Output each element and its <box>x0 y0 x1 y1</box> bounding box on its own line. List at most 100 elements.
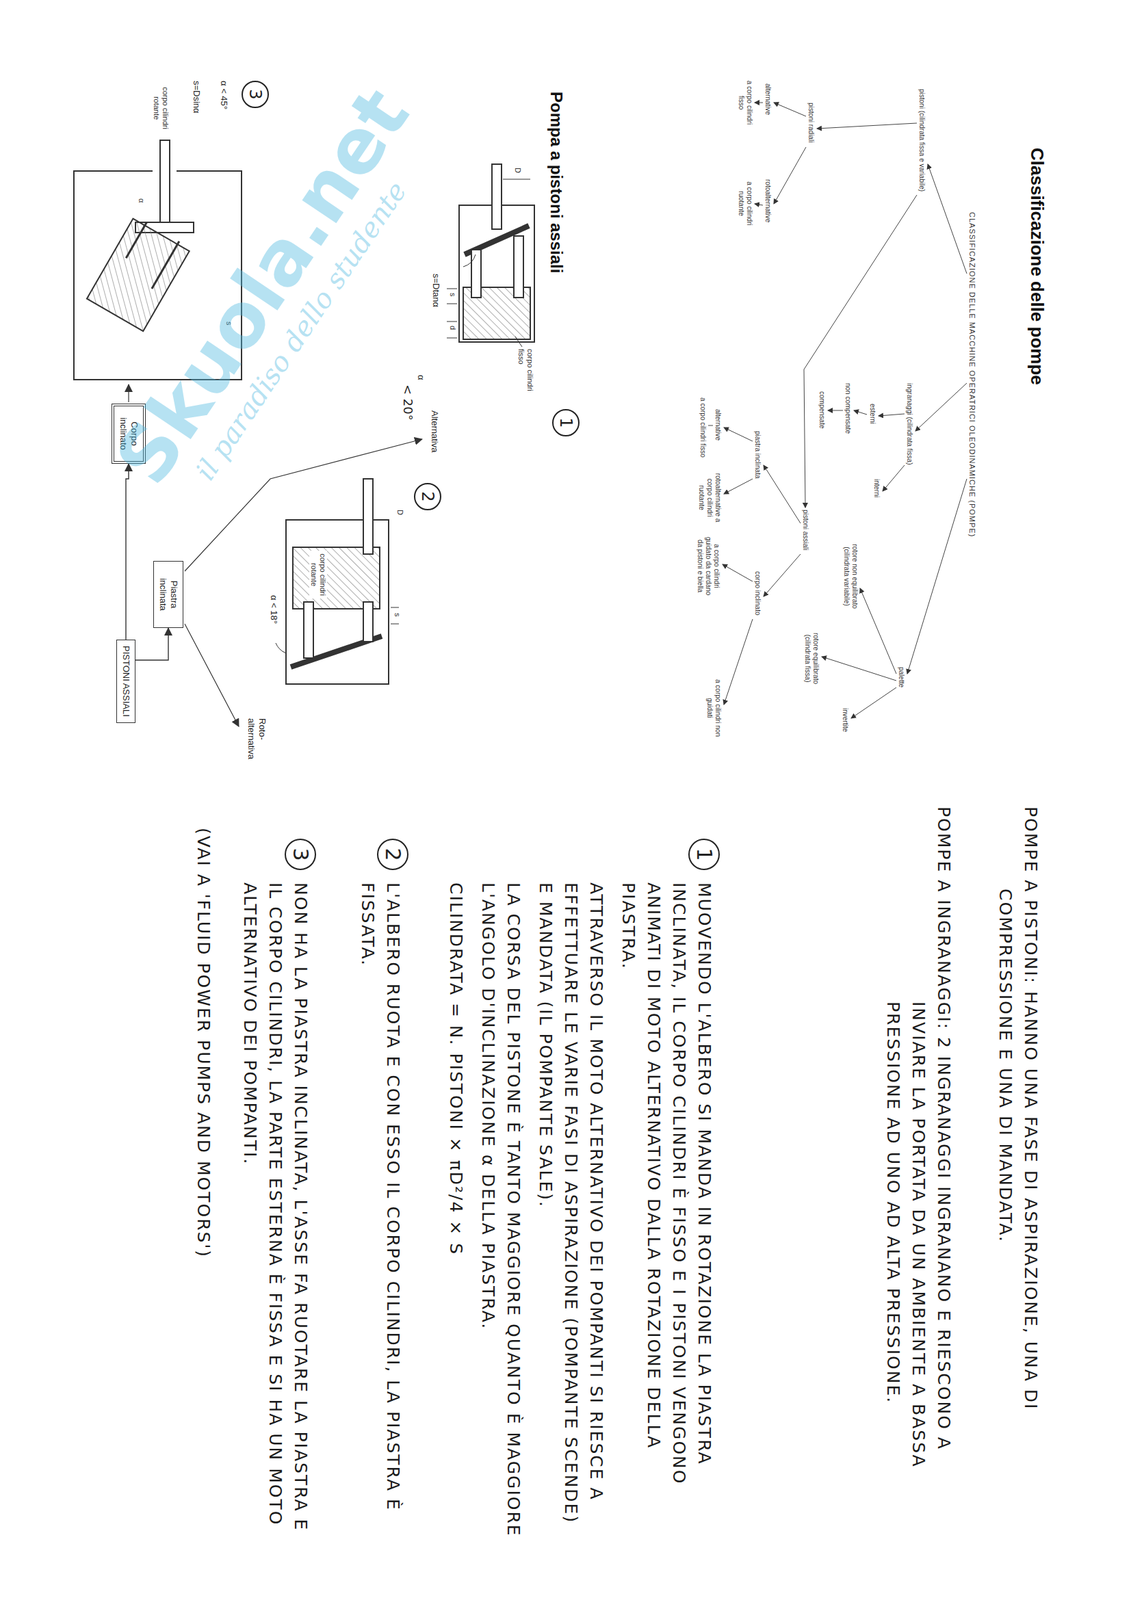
piston <box>303 602 314 659</box>
part-label: corpo cilindri rotante <box>309 550 328 599</box>
tree-item: esterni <box>868 403 877 425</box>
node-text: 3 <box>247 88 264 100</box>
cylinder-block <box>292 547 380 609</box>
tree-line <box>763 554 801 597</box>
handwritten-note: L'ALBERO RUOTA E CON ESSO IL CORPO CILIN… <box>355 882 406 1540</box>
tree-item: compensate <box>817 391 826 429</box>
tree-item: rotoalternative <box>763 179 772 223</box>
handwritten-note: NON HA LA PIASTRA INCLINATA, L'ASSE FA R… <box>237 882 314 1540</box>
tree-line <box>722 564 753 582</box>
dimension-line <box>446 338 458 339</box>
callout-circle: 1 <box>688 838 720 871</box>
handwritten-note: POMPE A INGRANAGGI: 2 INGRANAGGI INGRANA… <box>880 806 957 1532</box>
tree-item: invertite <box>840 708 850 733</box>
tree-line <box>754 102 763 104</box>
piston <box>363 602 373 642</box>
tree-line <box>773 147 806 204</box>
node-text: PISTONI ASSIALI <box>120 645 132 718</box>
handwritten-note: LA CORSA DEL PISTONE È TANTO MAGGIORE QU… <box>475 882 527 1540</box>
piston <box>151 241 180 289</box>
pump-drawing-1 <box>446 164 535 347</box>
node-text: Piastra inclinata <box>157 567 180 622</box>
shaft <box>363 478 373 555</box>
dimension-line <box>502 179 531 180</box>
handwritten-note: (VAI A 'FLUID POWER PUMPS AND MOTORS') <box>190 827 217 1540</box>
dimension-label: s <box>448 292 458 297</box>
node-text: 2 <box>419 491 436 502</box>
angle-label: α <box>415 374 427 381</box>
tree-item: a corpo cilindri guidato da cardano da p… <box>695 533 721 599</box>
tree-item: pistoni radiali <box>806 102 815 143</box>
page-title: Classificazione delle pompe <box>1026 147 1048 386</box>
tree-line <box>723 427 753 442</box>
callout-circle: 1 <box>552 409 580 437</box>
tree-line <box>853 410 867 415</box>
callout-circle: 3 <box>241 80 269 109</box>
motion-label: Roto- alternativa <box>245 718 268 774</box>
dimension-label: s <box>392 613 402 618</box>
handwritten-note: MUOVENDO L'ALBERO SI MANDA IN ROTAZIONE … <box>615 882 718 1540</box>
part-label: corpo cilindri rotante <box>151 83 170 133</box>
tree-line <box>773 102 806 117</box>
callout-circle: 2 <box>377 838 409 871</box>
tree-line <box>915 383 967 432</box>
inclined-body <box>86 215 191 332</box>
tree-item: rotoalternative a corpo cilindri ruotant… <box>697 468 722 527</box>
handwritten-note: POMPE A PISTONI: HANNO UNA FASE DI ASPIR… <box>992 806 1044 1546</box>
tree-item: non compensate <box>843 383 852 434</box>
tree-line <box>878 413 905 416</box>
tree-line <box>754 203 763 206</box>
callout-circle: 2 <box>413 483 442 511</box>
tree-item: a corpo cilindri ruotante <box>736 174 754 233</box>
connector <box>135 628 169 661</box>
dimension-label: D <box>395 509 405 516</box>
angle-limit: α < 18° <box>268 595 280 624</box>
tree-line <box>821 656 897 681</box>
tree-item: corpo inclinato <box>753 571 762 616</box>
tree-item: pistoni assiali <box>801 509 810 551</box>
label-box: PISTONI ASSIALI <box>116 639 136 724</box>
dimension-line <box>446 288 458 290</box>
callout-circle: 3 <box>284 838 317 871</box>
connector <box>125 463 129 640</box>
tree-item: a corpo cilindri non guidati <box>705 677 722 739</box>
node-text: 2 <box>382 847 403 861</box>
angle-arc <box>275 643 286 654</box>
leader-line <box>515 336 523 347</box>
dimension-label: d <box>448 325 458 330</box>
shaft <box>160 140 170 230</box>
tree-item: palette <box>897 667 906 688</box>
cylinder-block <box>86 218 190 332</box>
tree-line <box>723 478 753 494</box>
tree-lines <box>722 102 967 719</box>
angle-limit: < 20° <box>400 384 416 421</box>
angle-arc <box>463 254 476 267</box>
tree-line <box>927 164 967 274</box>
node-text: 3 <box>290 847 311 861</box>
tree-item: interni <box>872 478 881 498</box>
angle-limit: α < 45° <box>218 80 230 110</box>
dimension-line <box>390 624 399 625</box>
tree-line <box>882 465 905 492</box>
leader-arrow <box>127 384 129 403</box>
tree-item: alternative <box>713 409 722 441</box>
tree-line <box>827 410 843 412</box>
piston <box>125 222 147 258</box>
pump-drawing-2 <box>275 478 399 685</box>
motion-label: Alternativa <box>429 410 440 453</box>
label-box: Piastra inclinata <box>153 561 184 629</box>
tree-item: piastra inclinata <box>753 431 762 479</box>
dimension-line <box>390 607 399 609</box>
tree-line <box>803 195 917 508</box>
dimension-line <box>446 321 458 323</box>
tree-item: ingranaggi (cilindrata fissa) <box>905 383 914 466</box>
tree-line <box>708 425 713 427</box>
classification-root: CLASSIFICAZIONE DELLE MACCHINE OPERATRIC… <box>968 212 977 538</box>
tree-item: rotore equilibrato (cilindrata fissa) <box>803 619 820 698</box>
tree-item: rotore non equilibrato (cilindrata varia… <box>842 533 859 620</box>
node-text: 1 <box>693 847 715 861</box>
shaft <box>491 164 502 230</box>
handwritten-note: CILINDRATA = N. PISTONI × πD²/4 × S <box>443 882 469 1540</box>
tree-line <box>851 687 897 719</box>
piston <box>513 236 524 298</box>
